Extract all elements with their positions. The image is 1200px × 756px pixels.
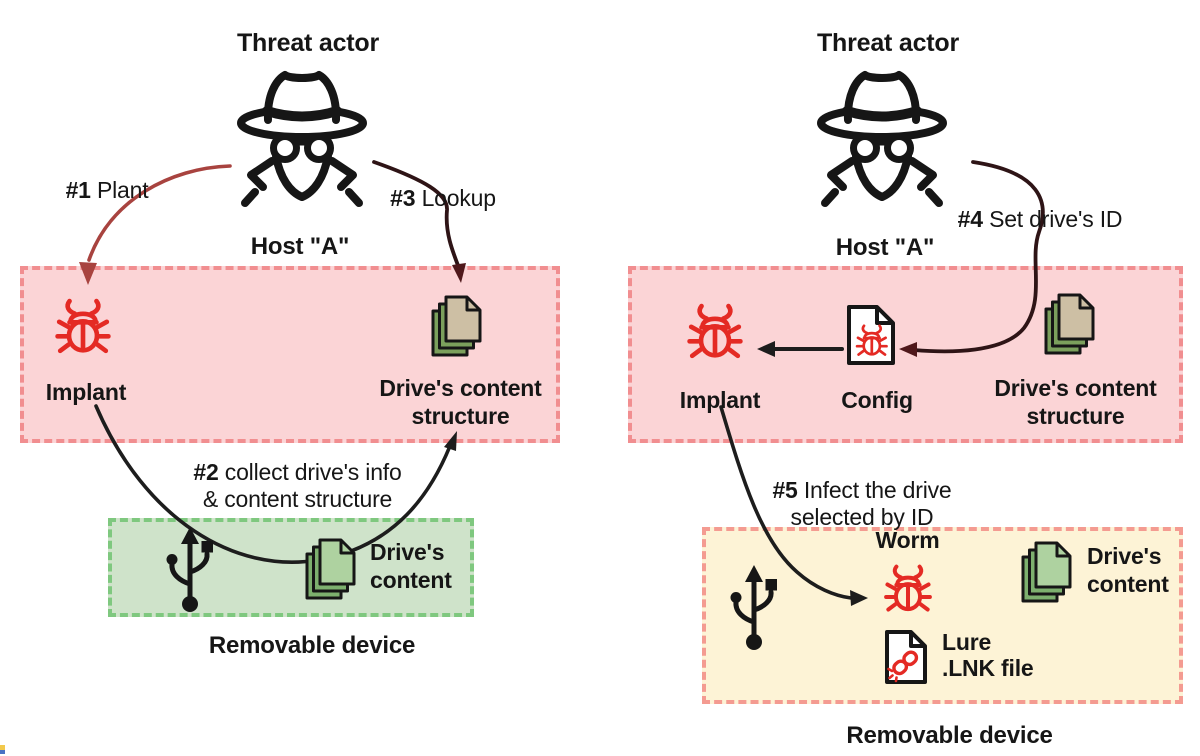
arrowhead-config-to-implant xyxy=(757,341,775,357)
arrow-plant xyxy=(87,164,232,262)
config-file-icon xyxy=(845,303,899,367)
threat-actor-icon-right xyxy=(816,64,948,204)
host-a-box-left xyxy=(20,266,560,443)
step2-label: #2 collect drive's info & content struct… xyxy=(193,459,402,512)
step5-label: #5 Infect the drive selected by ID xyxy=(772,477,952,530)
right-title: Threat actor xyxy=(816,29,960,57)
implant-bug-icon xyxy=(54,298,112,356)
step3-label: #3 Lookup xyxy=(390,185,496,211)
implant-label-right: Implant xyxy=(679,387,761,413)
arrow-collect xyxy=(94,404,452,564)
threat-actor-icon xyxy=(236,64,368,204)
drive-content-label-right: Drive's content xyxy=(1087,543,1169,597)
config-label: Config xyxy=(841,387,913,413)
lure-lnk-label: Lure .LNK file xyxy=(942,629,1034,681)
arrow-lookup xyxy=(372,160,461,270)
step4-label: #4 Set drive's ID xyxy=(957,206,1123,232)
host-a-label-left: Host "A" xyxy=(250,233,350,260)
arrowhead-lookup xyxy=(452,263,466,283)
arrowhead-set-drive-id xyxy=(899,342,917,357)
drive-content-structure-icon-right xyxy=(1044,293,1095,355)
removable-device-box-left xyxy=(108,518,474,617)
arrowhead-collect xyxy=(444,431,457,451)
host-a-label-right: Host "A" xyxy=(835,234,935,261)
screen-artifact xyxy=(0,745,5,754)
lure-lnk-icon xyxy=(885,630,927,684)
left-title: Threat actor xyxy=(236,29,380,57)
implant-bug-icon-right xyxy=(686,303,744,361)
drive-content-icon-left xyxy=(305,538,356,600)
drive-content-icon-right xyxy=(1021,541,1072,603)
removable-device-label-right: Removable device xyxy=(846,722,1053,749)
worm-label: Worm xyxy=(875,527,940,553)
worm-bug-icon xyxy=(883,564,933,614)
implant-label-left: Implant xyxy=(45,379,127,405)
arrow-infect xyxy=(719,405,853,600)
usb-icon-left xyxy=(160,527,218,613)
drive-content-structure-label-right: Drive's content structure xyxy=(994,375,1157,429)
arrowhead-infect xyxy=(850,590,868,606)
usb-icon-right xyxy=(724,565,782,651)
drive-content-label-left: Drive's content xyxy=(370,539,452,593)
arrow-set-drive-id xyxy=(912,160,1045,354)
removable-device-label-left: Removable device xyxy=(208,632,416,659)
step1-label: #1 Plant xyxy=(65,177,149,203)
drive-content-structure-icon xyxy=(431,295,482,357)
arrowhead-plant xyxy=(79,262,97,285)
drive-content-structure-label-left: Drive's content structure xyxy=(379,375,542,429)
